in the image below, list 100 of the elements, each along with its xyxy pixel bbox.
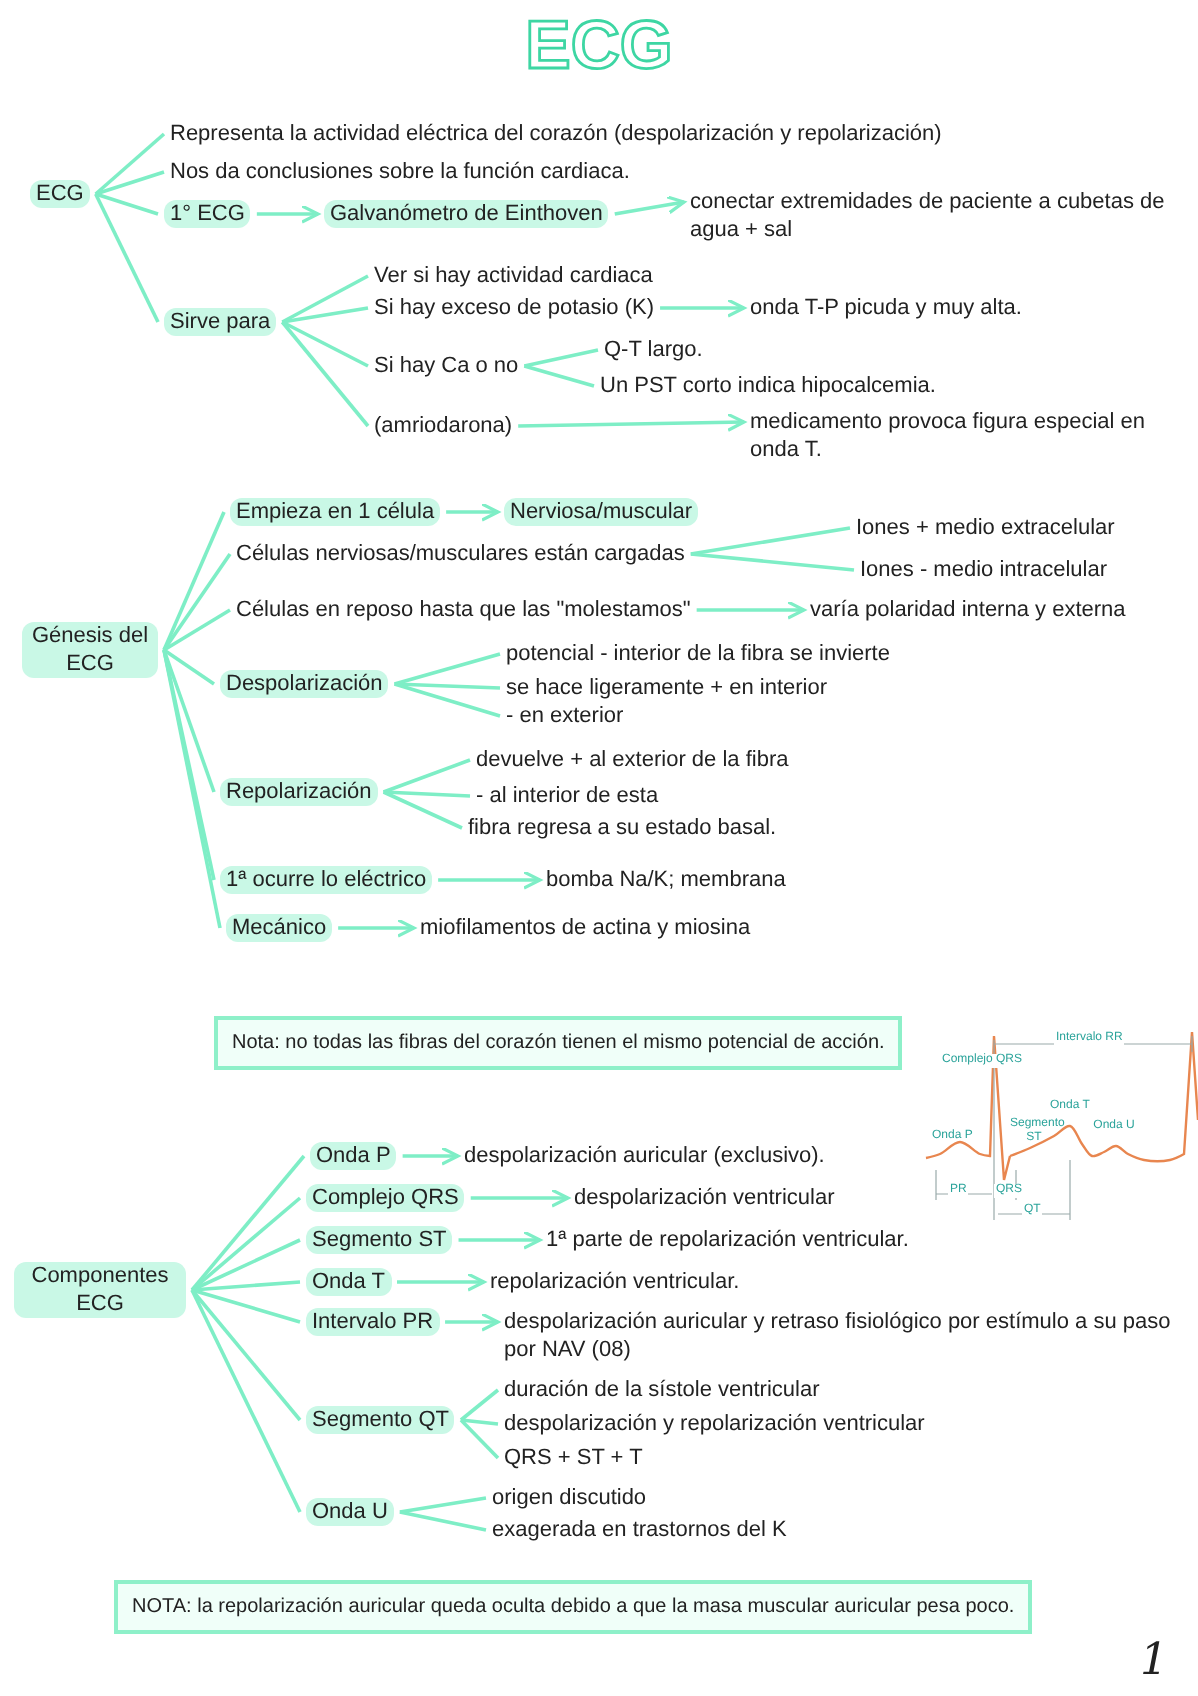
branch-line [163, 648, 215, 686]
topic-label: Onda U [306, 1498, 394, 1526]
branch-line [382, 758, 471, 794]
branch-text: Si hay exceso de potasio (K) [374, 294, 655, 322]
arrow [660, 298, 746, 318]
branch-line [95, 192, 159, 216]
branch-line [394, 682, 501, 718]
arrow [445, 1312, 500, 1332]
branch-line [523, 364, 595, 388]
branch-line [162, 511, 226, 651]
branch-line [383, 790, 471, 798]
topic-label: Sirve para [164, 308, 277, 336]
branch-text: - al interior de esta [476, 782, 659, 810]
branch-text: Un PST corto indica hipocalcemia. [600, 372, 936, 400]
topic-label: Segmento ST [306, 1226, 453, 1254]
branch-line [282, 306, 369, 324]
branch-text: Nos da conclusiones sobre la función cardiaca. [170, 158, 630, 186]
branch-line [162, 649, 222, 929]
branch-text: despolarización y repolarización ventricular [504, 1410, 925, 1438]
topic-label: Onda T [306, 1268, 391, 1296]
arrow [446, 502, 500, 522]
branch-text: devuelve + al exterior de la fibra [476, 746, 789, 774]
branch-text: Células nerviosas/musculares están cargadas [236, 540, 685, 568]
arrow [338, 918, 416, 938]
branch-text: origen discutido [492, 1484, 647, 1512]
branch-text: Si hay Ca o no [374, 352, 519, 380]
branch-line [399, 1496, 487, 1514]
branch-line [190, 1154, 306, 1292]
topic-label: Repolarización [220, 778, 378, 806]
topic-label: Segmento QT [306, 1406, 455, 1434]
title: ECG [525, 8, 673, 86]
branch-line [460, 1418, 499, 1426]
arrow [397, 1272, 486, 1292]
branch-line [191, 1238, 301, 1292]
branch-text: bomba Na/K; membrana [546, 866, 786, 894]
branch-text: despolarización auricular y retraso fisiológico por estímulo a su paso por NAV (08) [504, 1308, 1194, 1364]
topic-label: Galvanómetro de Einthoven [324, 200, 609, 228]
branch-line [394, 652, 501, 686]
branch-text: - en exterior [506, 702, 624, 730]
branch-text: 1ª parte de repolarización ventricular. [546, 1226, 909, 1254]
branch-line [523, 348, 599, 368]
root-topic: Génesis del ECG [22, 622, 158, 678]
branch-text: onda T-P picuda y muy alta. [750, 294, 1022, 322]
branch-line [399, 1510, 487, 1532]
branch-text: Células en reposo hasta que las "molestamos" [236, 596, 691, 624]
branch-line [191, 1288, 301, 1324]
topic-label: Complejo QRS [306, 1184, 465, 1212]
arrow [696, 600, 806, 620]
branch-line [190, 1289, 302, 1513]
branch-line [162, 649, 216, 793]
branch-line [281, 274, 369, 324]
topic-label: 1ª ocurre lo eléctrico [220, 866, 433, 894]
branch-line [190, 1196, 302, 1292]
branch-line [459, 1418, 500, 1460]
branch-text: QRS + ST + T [504, 1444, 643, 1472]
topic-label: Intervalo PR [306, 1308, 440, 1336]
branch-line [281, 320, 369, 368]
branch-text: miofilamentos de actina y miosina [420, 914, 751, 942]
branch-line [394, 682, 501, 690]
branch-line [163, 608, 231, 652]
topic-label: Empieza en 1 célula [230, 498, 441, 526]
topic-label: Mecánico [226, 914, 333, 942]
branch-line [690, 526, 851, 556]
branch-line [459, 1388, 500, 1422]
branch-text: Representa la actividad eléctrica del corazón (despolarización y repolarización) [170, 120, 942, 148]
arrow [256, 204, 320, 224]
branch-text: despolarización auricular (exclusivo). [464, 1142, 825, 1170]
arrow [458, 1230, 542, 1250]
branch-text: potencial - interior de la fibra se invierte [506, 640, 890, 668]
page-number: 1 [1140, 1636, 1168, 1686]
arrow [518, 412, 746, 432]
branch-line [162, 553, 232, 651]
branch-text: varía polaridad interna y externa [810, 596, 1126, 624]
note-box: Nota: no todas las fibras del corazón tienen el mismo potencial de acción. [214, 1015, 903, 1069]
branch-line [690, 552, 855, 572]
branch-line [191, 1280, 301, 1292]
branch-text: despolarización ventricular [574, 1184, 835, 1212]
branch-text: se hace ligeramente + en interior [506, 674, 828, 702]
branch-line [190, 1288, 302, 1422]
note-box: NOTA: la repolarización auricular queda oculta debido a que la masa muscular auricular pesa poco. [114, 1579, 1033, 1633]
arrow [614, 195, 686, 216]
branch-text: Q-T largo. [604, 336, 703, 364]
branch-line [382, 790, 463, 830]
root-topic: ECG [30, 180, 90, 208]
branch-text: Iones + medio extracelular [856, 514, 1115, 542]
topic-label: Nerviosa/muscular [504, 498, 699, 526]
branch-line [95, 170, 165, 196]
branch-text: Ver si hay actividad cardiaca [374, 262, 653, 290]
arrow [402, 1146, 460, 1166]
topic-label: Despolarización [220, 670, 389, 698]
branch-text: repolarización ventricular. [490, 1268, 740, 1296]
branch-line [280, 320, 370, 428]
branch-text: fibra regresa a su estado basal. [468, 814, 777, 842]
branch-text: medicamento provoca figura especial en onda T. [750, 408, 1190, 464]
topic-label: Onda P [310, 1142, 397, 1170]
branch-line [94, 193, 160, 323]
branch-text: (amriodarona) [374, 412, 513, 440]
topic-label: 1° ECG [164, 200, 251, 228]
branch-text: Iones - medio intracelular [860, 556, 1108, 584]
root-topic: Componentes ECG [14, 1262, 186, 1318]
